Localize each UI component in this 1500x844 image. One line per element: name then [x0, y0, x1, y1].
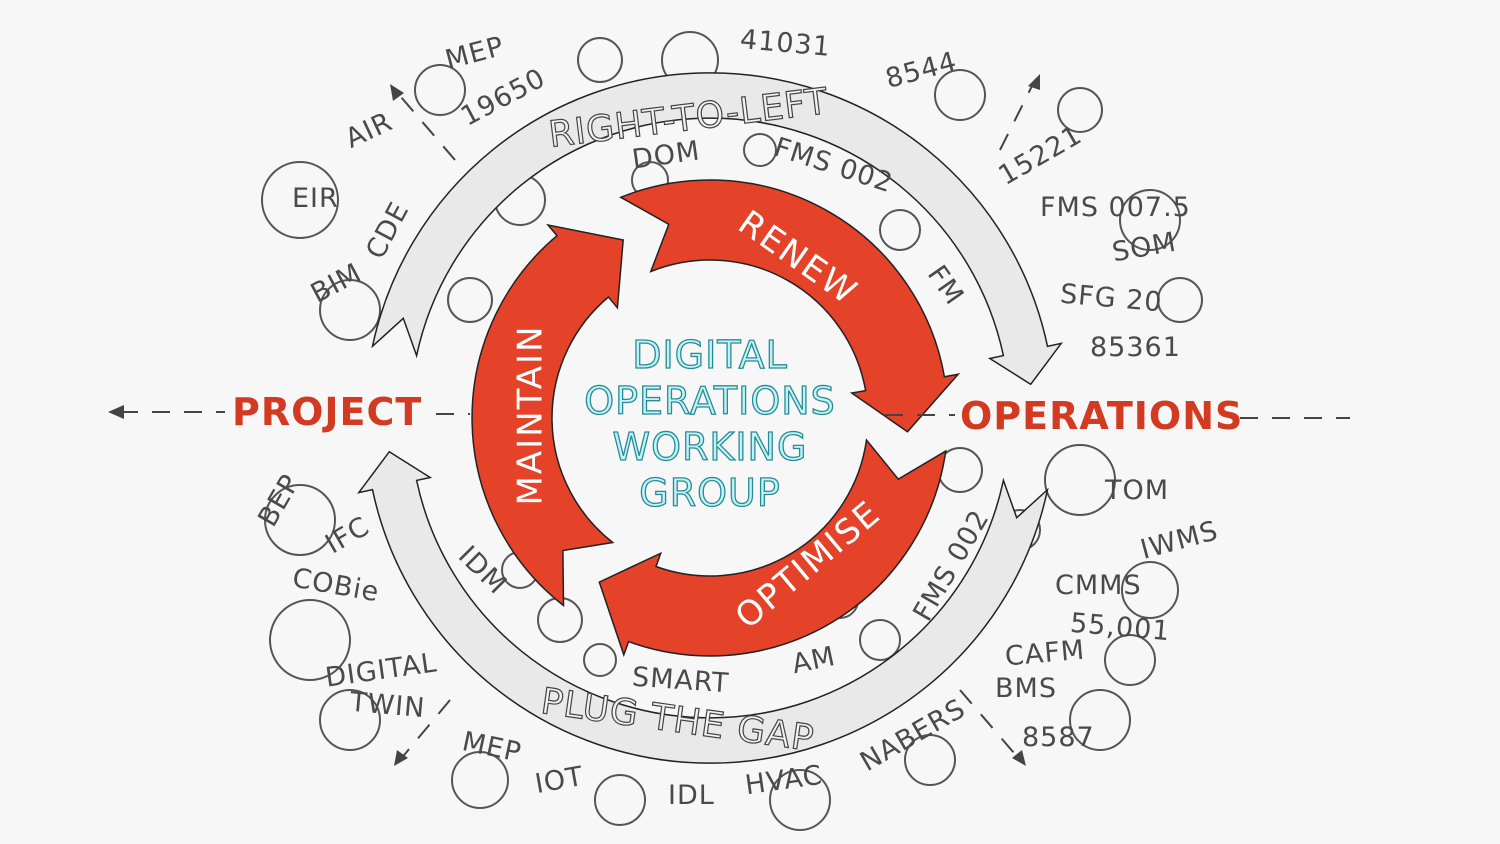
doodle-loop: [269, 599, 351, 681]
label-maintain: MAINTAIN: [510, 324, 551, 506]
doodle-loop: [1069, 689, 1131, 751]
doodle-loop: [1104, 634, 1156, 686]
term-fms-007-5: FMS 007.5: [1040, 192, 1191, 223]
center-title-line: OPERATIONS: [584, 378, 836, 423]
cycle-arrow-renew: [619, 179, 961, 433]
doodle-loop: [447, 277, 493, 323]
doodle-loop: [319, 279, 381, 341]
doodle-loop: [879, 209, 921, 251]
band-arc-right-to-left: [371, 72, 1063, 386]
band-arc-plug-the-gap: [357, 450, 1049, 764]
doodle-loop: [577, 37, 623, 83]
axis-dashed-line: [120, 79, 1350, 761]
center-title-line: GROUP: [639, 470, 781, 515]
term-bms: BMS: [995, 673, 1057, 704]
term-eir: EIR: [292, 183, 339, 214]
doodle-loop: [594, 774, 646, 826]
doodle-loop: [264, 484, 336, 556]
doodle-loop: [1044, 444, 1116, 516]
center-title-line: DIGITAL: [632, 332, 788, 377]
axis-label-operations: OPERATIONS: [960, 394, 1244, 438]
axis-label-project: PROJECT: [232, 390, 423, 434]
doodle-loop: [934, 69, 986, 121]
term-idl: IDL: [668, 780, 715, 811]
doodle-loop: [1121, 561, 1179, 619]
doodle-loop: [1057, 87, 1103, 133]
doodle-loop: [1119, 189, 1181, 251]
term-85361: 85361: [1090, 332, 1181, 363]
term-tom: TOM: [1105, 475, 1170, 506]
doodle-loop: [537, 597, 583, 643]
doodle-loop: [859, 619, 901, 661]
center-title: DIGITAL OPERATIONS WORKING GROUP: [560, 332, 860, 516]
doodle-loop: [743, 133, 777, 167]
doodle-loop: [904, 734, 956, 786]
cycle-arrow-maintain: [471, 223, 625, 608]
term-8587: 8587: [1022, 722, 1095, 753]
doodle-loop: [583, 643, 617, 677]
doodle-loop: [769, 769, 831, 831]
doodle-loop: [451, 751, 509, 809]
term-cmms: CMMS: [1055, 570, 1142, 601]
center-title-line: WORKING: [612, 424, 808, 469]
term-twin: TWIN: [348, 686, 427, 725]
doodle-loop: [261, 161, 339, 239]
cycle-arrow-optimise: [598, 438, 947, 658]
doodle-loop: [414, 64, 466, 116]
doodle-loop: [319, 689, 381, 751]
doodle-loop: [1157, 277, 1203, 323]
arrowheads: [108, 74, 1040, 766]
